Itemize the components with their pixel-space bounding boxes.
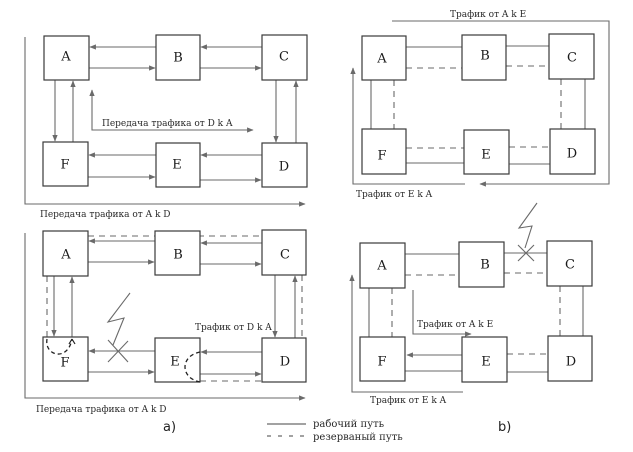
node-label: F [60,158,69,173]
node-e: E [155,142,201,188]
node-f: F [361,128,407,175]
break-cross-icon [107,340,129,363]
node-b: B [458,241,505,288]
node-c: C [261,229,307,276]
node-label: C [565,258,575,273]
node-label: D [566,355,576,370]
path-e-to-a [350,67,465,185]
caption-d-to-a: Трафик от D k A [195,323,272,333]
path-a-to-d [24,233,306,401]
node-label: A [376,52,387,67]
node-label: E [172,158,182,173]
node-d: D [549,128,596,175]
node-label: B [173,248,183,263]
node-c: C [261,34,308,81]
node-label: E [170,355,180,370]
panel-label-b: b) [498,420,511,435]
node-label: E [481,355,491,370]
node-label: C [280,248,290,263]
legend-backup: резерваный путь [313,432,403,443]
node-a: A [359,242,406,289]
node-label: C [567,51,577,66]
caption-e-to-a: Трафик от E k A [356,190,433,200]
node-label: D [279,160,289,175]
node-label: E [481,148,491,163]
node-b: B [461,34,507,81]
node-d: D [261,142,308,188]
lightning-icon [517,202,538,249]
node-label: A [60,50,71,65]
loopback-f-arrow [68,338,76,345]
node-a: A [42,230,89,277]
node-d: D [547,335,593,382]
node-label: D [567,147,577,162]
node-f: F [42,336,89,382]
caption-e-to-a: Трафик от E k A [370,396,447,406]
panel-label-a: a) [163,420,176,435]
node-e: E [463,129,510,175]
legend-working: рабочий путь [313,419,385,430]
node-label: F [377,149,386,164]
node-label: F [60,356,69,371]
node-label: B [173,51,183,66]
break-cross-icon [517,244,535,262]
node-label: A [60,248,71,263]
node-label: B [480,49,490,64]
node-label: B [480,258,490,273]
caption-a-to-d: Передача трафика от A k D [40,210,171,220]
caption-a-to-e: Трафик от A k E [417,320,493,330]
panel-b-bottom: A B C F E D Трафик от A k E Трафик от E … [349,202,593,406]
node-f: F [42,141,89,187]
path-a-to-e [392,20,610,187]
path-a-to-d [24,37,306,207]
legend: рабочий путь резерваный путь [267,419,403,443]
lightning-icon [106,292,131,346]
panel-b-top: A B C F E D Трафик от A k E Трафик от E … [350,10,610,200]
node-b: B [154,230,201,276]
node-e: E [154,337,201,383]
path-e-to-a [349,274,463,393]
caption-a-to-e: Трафик от A k E [450,10,526,20]
node-f: F [359,336,406,382]
node-c: C [548,33,595,80]
node-d: D [261,337,307,383]
node-label: C [279,50,289,65]
node-label: A [376,259,387,274]
node-a: A [361,35,407,81]
caption-d-to-a: Передача трафика от D k A [102,119,233,129]
loopback-f [46,338,73,355]
panel-a-bottom: A B C F E D Трафик от D k A Передача тра… [24,229,307,415]
node-label: F [377,355,386,370]
path-a-to-e [412,290,472,337]
node-a: A [43,35,90,81]
node-e: E [461,336,508,383]
node-c: C [546,240,593,287]
panel-a-top: A B C F E D Передача трафика от D k A Пе… [24,34,308,220]
node-label: D [280,355,290,370]
node-b: B [155,34,201,81]
loopback-e [184,351,201,383]
caption-a-to-d: Передача трафика от A k D [36,405,167,415]
